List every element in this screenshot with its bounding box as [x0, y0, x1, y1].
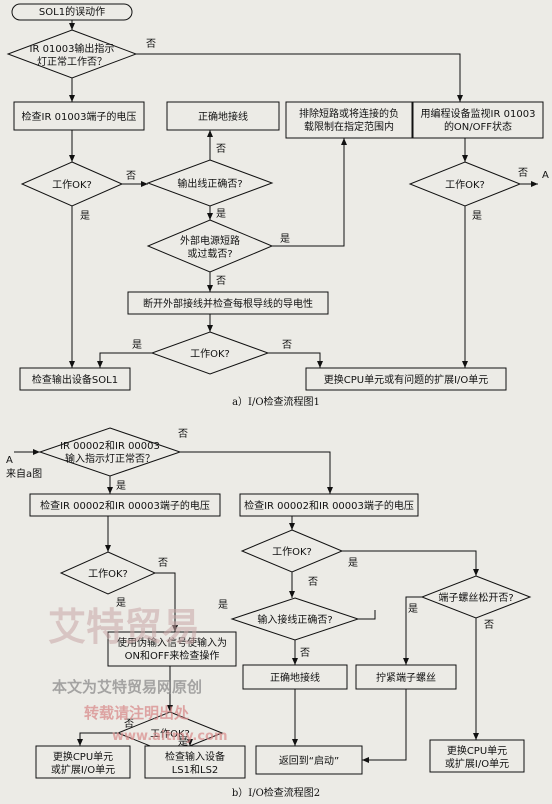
entry-a-label: A [6, 455, 13, 466]
replace-cpu-box [305, 367, 507, 391]
label-yes: 是 [280, 233, 290, 245]
replace-cpu-2-line2: 或扩展I/O单元 [445, 757, 509, 770]
monitor-state-line2: 的ON/OFF状态 [444, 120, 512, 133]
check-terminal-voltage-2-label: 检查IR 00002和IR 00003端子的电压 [244, 499, 414, 512]
label-yes: 是 [80, 210, 90, 222]
check-terminal-voltage-box [13, 101, 145, 131]
label-no: 否 [158, 557, 168, 569]
indicator-question-line2: 灯正常工作否？ [37, 55, 107, 68]
replace-cpu-2-line1: 更换CPU单元 [447, 744, 507, 757]
replace-cpu-label: 更换CPU单元或有问题的扩展I/O单元 [324, 373, 489, 386]
input-indicator-line1: IR 00002和IR 00003 [60, 440, 160, 452]
work-ok-3-label: 工作OK? [190, 348, 230, 360]
work-ok-1-label: 工作OK? [52, 179, 92, 191]
connector-a-label: A [542, 170, 549, 181]
work-ok-4-decision [59, 551, 157, 595]
flowchart-b-text: IR 00002和IR 00003 输入指示灯正常否？ A 来自a图 检查IR … [6, 428, 514, 799]
label-no: 否 [178, 428, 188, 440]
work-ok-3-decision [150, 331, 270, 375]
disconnect-check-box [127, 291, 329, 315]
flowchart-b [14, 427, 532, 779]
check-terminal-voltage-2-box [239, 493, 419, 517]
check-input-device-box [144, 745, 246, 779]
watermark-line1: 本文为艾特贸易网原创 [52, 678, 202, 696]
label-no: 否 [216, 143, 226, 155]
terminal-loose-label: 端子螺丝松开否? [438, 591, 513, 604]
fix-short-box [285, 101, 413, 139]
input-indicator-line2: 输入指示灯正常否？ [65, 452, 155, 465]
indicator-question-line1: IR 01003输出指示 [30, 42, 115, 55]
watermark-line2: 转载请注明出处 [84, 704, 190, 722]
replace-cpu-2-box [429, 739, 525, 773]
label-yes: 是 [116, 597, 126, 609]
check-input-device-line1: 检查输入设备 [165, 750, 225, 763]
input-wiring-label: 输入接线正确否? [257, 613, 332, 626]
simulate-input-box [107, 631, 237, 667]
output-wiring-label: 输出线正确否? [177, 177, 242, 190]
watermark: 艾特贸易 本文为艾特贸易网原创 转载请注明出处 www.aitmy.com [48, 605, 228, 744]
simulate-input-line2: ON和OFF来检查操作 [125, 649, 220, 662]
label-no: 否 [308, 576, 318, 588]
label-no: 否 [146, 38, 156, 50]
flowchart-a [6, 3, 544, 391]
replace-cpu-1-line2: 或扩展I/O单元 [51, 763, 115, 776]
label-yes: 是 [218, 599, 228, 611]
watermark-brand: 艾特贸易 [48, 605, 200, 649]
check-input-voltage-box [29, 493, 221, 517]
flowchart-a-text: SOL1的误动作 IR 01003输出指示 灯正常工作否？ 检查IR 01003… [22, 5, 549, 408]
label-yes: 是 [348, 557, 358, 569]
simulate-input-line1: 使用伪输入信号使输入为 [117, 636, 227, 649]
fix-short-line2: 载限制在指定范围内 [304, 120, 394, 133]
label-no: 否 [300, 647, 310, 659]
watermark-url: www.aitmy.com [112, 729, 228, 744]
label-yes: 是 [178, 736, 188, 748]
label-no: 否 [124, 718, 134, 730]
check-input-device-line2: LS1和LS2 [172, 764, 219, 776]
from-a-label: 来自a图 [6, 467, 42, 480]
input-indicator-decision [38, 427, 182, 477]
replace-cpu-1-line1: 更换CPU单元 [53, 750, 113, 763]
start-label: SOL1的误动作 [39, 5, 105, 18]
work-ok-6-label: 工作OK? [150, 728, 190, 740]
check-terminal-voltage-label: 检查IR 01003端子的电压 [22, 110, 137, 123]
disconnect-check-label: 断开外部接线并检查每根导线的导电性 [143, 297, 313, 310]
label-yes: 是 [408, 603, 418, 615]
return-start-label: 返回到“启动” [279, 754, 339, 767]
caption-a: a）I/O检查流程图1 [232, 395, 320, 408]
power-short-line1: 外部电源短路 [180, 234, 240, 247]
replace-cpu-1-box [35, 745, 131, 779]
check-output-device-box [19, 367, 131, 391]
work-ok-4-label: 工作OK? [88, 568, 128, 580]
tighten-screw-label: 拧紧端子螺丝 [376, 671, 436, 684]
correct-wiring-box [166, 101, 280, 131]
correct-wiring-2-label: 正确地接线 [270, 671, 320, 684]
label-yes: 是 [472, 210, 482, 222]
label-no: 否 [282, 339, 292, 351]
fix-short-line1: 排除短路或将连接的负 [299, 107, 399, 120]
label-no: 否 [518, 167, 528, 179]
label-no: 否 [126, 170, 136, 182]
label-yes: 是 [116, 480, 126, 492]
caption-b: b）I/O检查流程图2 [232, 786, 320, 799]
monitor-state-box [412, 101, 544, 139]
check-input-voltage-label: 检查IR 00002和IR 00003端子的电压 [40, 499, 210, 512]
label-no: 否 [216, 275, 226, 287]
work-ok-2-label: 工作OK? [445, 179, 485, 191]
label-no: 否 [484, 619, 494, 631]
label-yes: 是 [132, 339, 142, 351]
power-short-line2: 或过载否? [187, 247, 232, 260]
work-ok-5-label: 工作OK? [272, 546, 312, 558]
monitor-state-line1: 用编程设备监视IR 01003 [421, 107, 536, 120]
correct-wiring-label: 正确地接线 [198, 110, 248, 123]
label-yes: 是 [216, 208, 226, 220]
check-output-device-label: 检查输出设备SOL1 [32, 373, 118, 386]
